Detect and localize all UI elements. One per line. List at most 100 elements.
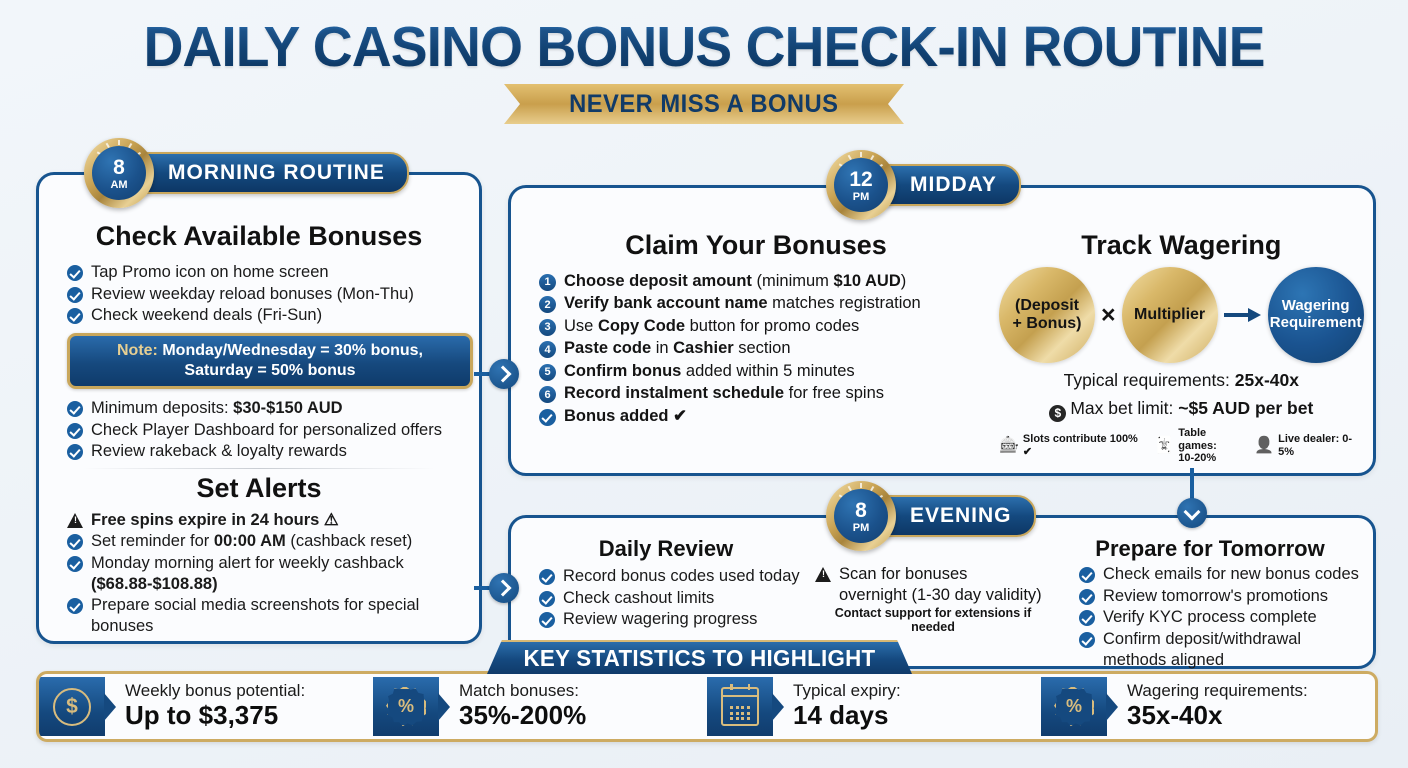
- claim-steps-list: 1 Choose deposit amount (minimum $10 AUD…: [521, 271, 991, 427]
- list-item-label: Set reminder for 00:00 AM (cashback rese…: [91, 531, 465, 552]
- check-icon: [1079, 610, 1095, 627]
- warning-text: Scan for bonuses overnight (1-30 day val…: [839, 564, 1042, 605]
- daily-review-heading: Daily Review: [598, 536, 734, 561]
- note-line-1: Note: Monday/Wednesday = 30% bonus,: [80, 341, 460, 361]
- text-plain: for free spins: [784, 384, 885, 403]
- wagering-footnotes: 🎰 Slots contribute 100% ✔ 🃏 Table games:…: [999, 427, 1364, 465]
- footnote-table-games: 🃏 Table games: 10-20%: [1154, 427, 1244, 465]
- clock-meridiem: AM: [110, 179, 128, 191]
- stat-label: Typical expiry:: [793, 681, 901, 701]
- warning-icon: [815, 567, 832, 582]
- check-icon: [539, 590, 555, 607]
- text-bold-2: Cashier: [673, 339, 734, 358]
- clock-ticks: [826, 150, 896, 220]
- slot-machine-icon: 🎰: [999, 436, 1019, 454]
- step-label: Confirm bonus added within 5 minutes: [564, 361, 855, 382]
- typical-label: Typical requirements:: [1063, 370, 1235, 390]
- text-tail: section: [733, 339, 791, 358]
- check-icon: [67, 265, 83, 281]
- clock-meridiem: PM: [852, 191, 870, 203]
- clock-face: 8 AM: [92, 146, 146, 200]
- stat-text: Wagering requirements: 35x-40x: [1107, 682, 1308, 731]
- footnote-label: Table games: 10-20%: [1178, 427, 1244, 465]
- live-dealer-icon: 👤: [1254, 436, 1275, 454]
- stat-text: Weekly bonus potential: Up to $3,375: [105, 682, 305, 731]
- clock-hour: 12: [849, 168, 873, 191]
- text-plain: Monday morning alert for weekly cashback: [91, 554, 404, 572]
- key-statistics-bar: $ Weekly bonus potential: Up to $3,375 %…: [36, 671, 1378, 742]
- stat-label: Weekly bonus potential:: [125, 681, 306, 701]
- list-item-step: 2 Verify bank account name matches regis…: [539, 293, 991, 314]
- list-item-alert: Free spins expire in 24 hours ⚠: [67, 510, 465, 531]
- dollar-icon: $: [1049, 405, 1067, 422]
- calendar-shape: [721, 684, 759, 726]
- list-item: Check emails for new bonus codes: [1079, 564, 1363, 585]
- check-icon: [539, 612, 555, 629]
- text-bold: Bonus added ✔: [564, 406, 687, 425]
- text-bold: Choose deposit amount: [564, 272, 752, 290]
- text-tail: ): [900, 272, 907, 290]
- warning-line-1: Scan for bonuses: [839, 565, 968, 583]
- list-item-label: Review rakeback & loyalty rewards: [91, 442, 347, 461]
- connector-arrow-morning-to-evening: [489, 573, 519, 603]
- clock-ticks: [84, 138, 154, 208]
- list-item: Tap Promo icon on home screen: [67, 262, 465, 283]
- list-item: Review weekday reload bonuses (Mon-Thu): [67, 284, 465, 305]
- text-tail: ⚠: [319, 510, 339, 529]
- bubble-line-2: Requirement: [1269, 314, 1362, 331]
- clock-hour: 8: [855, 499, 867, 522]
- step-number-badge: 3: [539, 318, 556, 336]
- note-line-2: Saturday = 50% bonus: [184, 361, 356, 379]
- list-item-label: Tap Promo icon on home screen: [91, 263, 329, 281]
- bubble-wagering-requirement: Wagering Requirement: [1267, 267, 1364, 363]
- list-item: Confirm deposit/withdrawal methods align…: [1079, 629, 1363, 670]
- text-bold: Verify bank account name: [564, 294, 768, 313]
- chevron-right-icon: [494, 365, 511, 383]
- claim-bonuses-column: Claim Your Bonuses 1 Choose deposit amou…: [521, 230, 991, 473]
- subtitle-ribbon: NEVER MISS A BONUS: [504, 84, 904, 124]
- subtitle-text: NEVER MISS A BONUS: [569, 89, 839, 118]
- list-item-label: Record bonus codes used today: [563, 567, 800, 585]
- text-bold: Record instalment schedule: [564, 384, 785, 403]
- text-plain: added within 5 minutes: [681, 361, 855, 380]
- footnote-label: Live dealer: 0-5%: [1278, 433, 1353, 458]
- text-plain: Minimum deposits:: [91, 398, 234, 417]
- check-icon: [1079, 588, 1095, 605]
- stat-typical-expiry: Typical expiry: 14 days: [707, 674, 1041, 739]
- step-number-badge: 1: [539, 274, 556, 291]
- maxbet-value: ~$5 AUD per bet: [1178, 398, 1314, 418]
- check-icon: [67, 598, 83, 615]
- bubble-line-2: + Bonus): [1012, 315, 1082, 332]
- time-badge-evening: 8 PM EVENING: [826, 481, 1036, 551]
- list-item: Review rakeback & loyalty rewards: [67, 441, 465, 462]
- track-wagering-column: Track Wagering (Deposit + Bonus) × Multi…: [991, 230, 1364, 473]
- text-bold-2: Copy Code: [597, 316, 686, 335]
- text-bold: ($68.88-$108.88): [91, 574, 218, 593]
- stat-value: 35x-40x: [1127, 699, 1223, 730]
- page-title: DAILY CASINO BONUS CHECK-IN ROUTINE: [21, 14, 1387, 80]
- prepare-tomorrow-heading: Prepare for Tomorrow: [1095, 536, 1325, 561]
- check-icon: [67, 556, 83, 572]
- daily-review-column: Daily Review Record bonus codes used tod…: [521, 536, 1051, 666]
- list-item: Minimum deposits: $30-$150 AUD: [67, 398, 465, 419]
- overnight-warning-block: Scan for bonuses overnight (1-30 day val…: [811, 536, 1051, 666]
- note-callout: Note: Monday/Wednesday = 30% bonus, Satu…: [67, 332, 473, 389]
- stat-wagering-requirements: % Wagering requirements: 35x-40x: [1041, 674, 1375, 739]
- footnote-slots: 🎰 Slots contribute 100% ✔: [999, 433, 1144, 458]
- list-item-label: Confirm deposit/withdrawal methods align…: [1103, 629, 1302, 669]
- list-item: Verify KYC process complete: [1079, 607, 1363, 628]
- bubble-deposit-bonus: (Deposit + Bonus): [999, 267, 1095, 363]
- list-item-step: 1 Choose deposit amount (minimum $10 AUD…: [539, 271, 991, 292]
- footnote-live-dealer: 👤 Live dealer: 0-5%: [1254, 433, 1363, 458]
- text-plain: Use: [564, 316, 598, 335]
- typical-value: 25x-40x: [1234, 370, 1300, 390]
- stat-value: 14 days: [793, 699, 889, 730]
- list-item-label: Prepare social media screenshots for spe…: [91, 596, 420, 635]
- list-item-label: Minimum deposits: $30-$150 AUD: [91, 398, 465, 419]
- footnote-label: Slots contribute 100% ✔: [1022, 433, 1138, 458]
- chevron-down-icon: [1183, 503, 1201, 520]
- check-icon: [67, 444, 83, 461]
- text-bold: Confirm bonus: [564, 361, 682, 380]
- clock-face: 8 PM: [834, 489, 888, 543]
- percent-shape: %: [1054, 686, 1094, 727]
